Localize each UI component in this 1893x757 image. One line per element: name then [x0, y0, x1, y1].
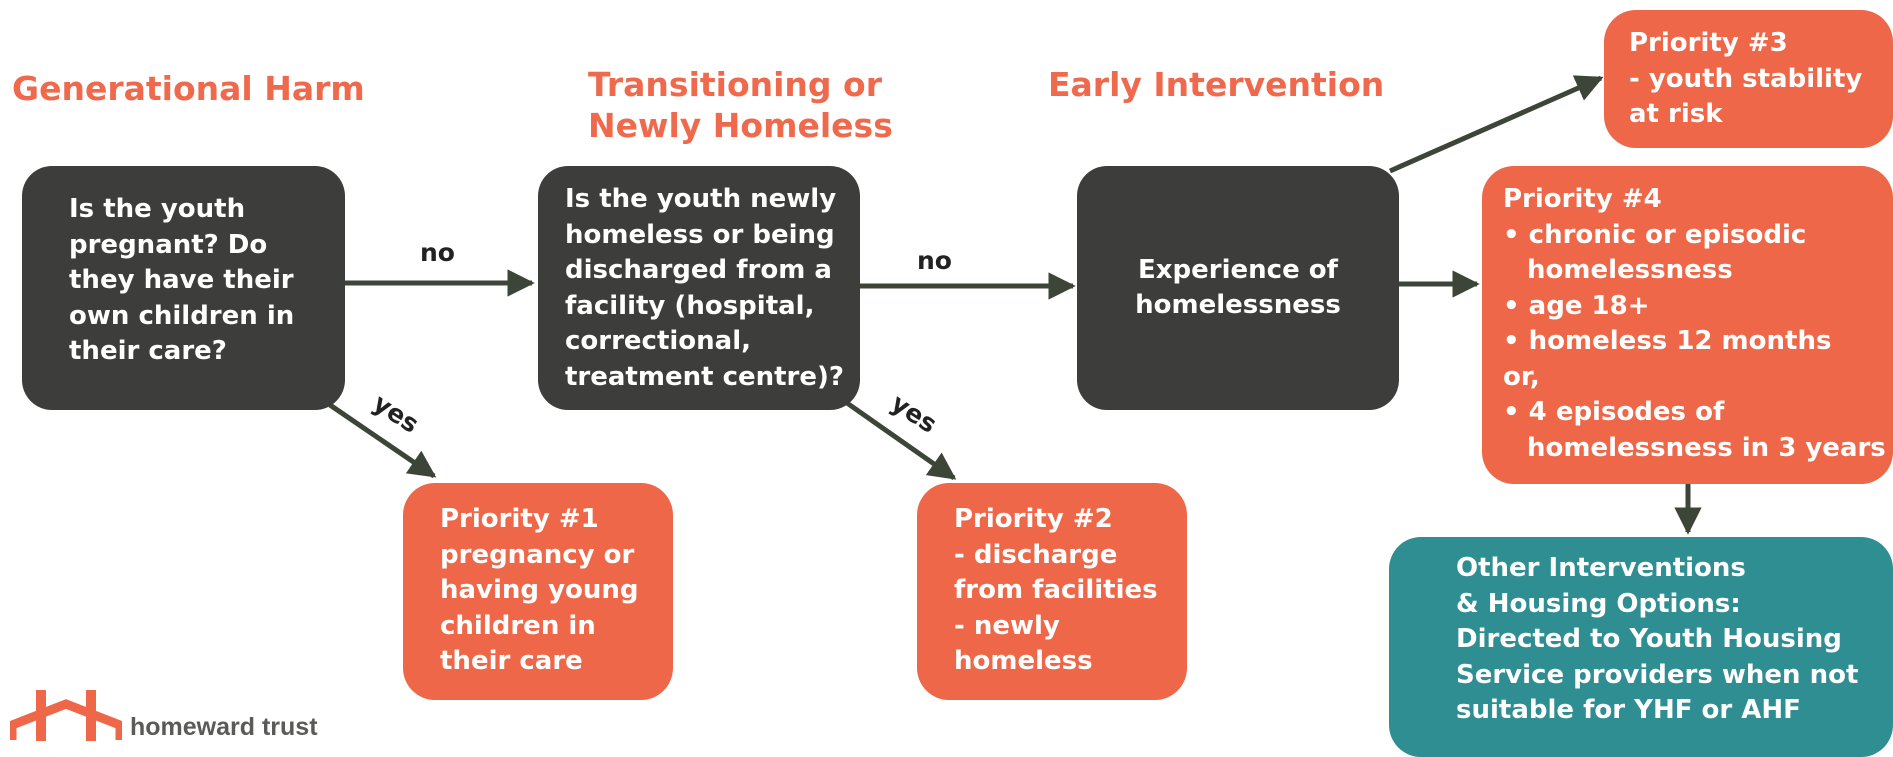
other-interventions-text-line: Service providers when not — [1456, 659, 1859, 690]
logo-text: homeward trust — [130, 713, 318, 741]
priority-4-bullet-chronic: • chronic or episodic homelessness — [1503, 219, 1807, 286]
decision-text-line: Is the youth newly — [565, 184, 837, 214]
priority-1-text-line: children in — [440, 610, 596, 641]
arrow-q3-to-p3 — [1388, 75, 1604, 174]
priority-3-box: Priority #3 - youth stability at risk — [1604, 10, 1893, 148]
priority-3-title: Priority #3 — [1629, 28, 1788, 58]
priority-2-text-line: homeless — [954, 646, 1093, 676]
priority-2-title: Priority #2 — [954, 504, 1113, 534]
priority-4-bullet-episodes: • 4 episodes of homelessness in 3 years — [1503, 397, 1886, 463]
decision-text-line: Is the youth — [69, 194, 246, 224]
priority-4-title: Priority #4 — [1503, 184, 1662, 214]
heading-transitioning-line2: Newly Homeless — [588, 106, 893, 145]
priority-1-text-line: pregnancy or — [440, 539, 635, 570]
priority-4-or: or, — [1503, 361, 1540, 392]
priority-2-box: Priority #2 - discharge from facilities … — [917, 483, 1187, 700]
priority-3-text-line: at risk — [1629, 99, 1723, 129]
decision-experience-of-homelessness: Experience of homelessness — [1077, 166, 1399, 410]
priority-4-bullet-12-months: • homeless 12 months — [1503, 326, 1832, 356]
decision-newly-homeless-or-discharged: Is the youth newly homeless or being dis… — [538, 166, 860, 410]
priority-2-text-line: - discharge — [954, 539, 1118, 570]
decision-text-line: homelessness — [1135, 290, 1341, 320]
heading-early-intervention: Early Intervention — [1048, 65, 1385, 104]
decision-text-line: discharged from a — [565, 255, 832, 285]
decision-text-line: own children in — [69, 300, 295, 331]
priority-2-text-line: from facilities — [954, 575, 1158, 605]
priority-4-box: Priority #4 • chronic or episodic homele… — [1482, 166, 1893, 484]
decision-text-line: pregnant? Do — [69, 229, 268, 260]
decision-pregnant-or-children: Is the youth pregnant? Do they have thei… — [22, 166, 345, 410]
priority-2-text-line: - newly — [954, 610, 1060, 641]
priority-4-bullet-age: • age 18+ — [1503, 290, 1650, 321]
decision-text-line: Experience of — [1138, 254, 1338, 285]
priority-3-text-line: - youth stability — [1629, 63, 1863, 94]
decision-text-line: correctional, — [565, 326, 752, 356]
homeward-trust-logo-icon — [10, 690, 122, 741]
edge-label-no-2: no — [917, 246, 952, 275]
decision-text-line: facility (hospital, — [565, 290, 815, 321]
decision-text-line: they have their — [69, 265, 294, 295]
priority-1-text-line: their care — [440, 646, 583, 676]
heading-generational-harm: Generational Harm — [12, 69, 365, 108]
priority-1-title: Priority #1 — [440, 504, 599, 534]
other-interventions-title-line: & Housing Options: — [1456, 588, 1741, 619]
decision-text-line: treatment centre)? — [565, 361, 844, 392]
other-interventions-text-line: Directed to Youth Housing — [1456, 624, 1842, 654]
heading-transitioning: Transitioning or Newly Homeless — [588, 64, 893, 146]
other-interventions-text-line: suitable for YHF or AHF — [1456, 695, 1801, 725]
other-interventions-box: Other Interventions & Housing Options: D… — [1389, 537, 1893, 757]
arrow-q2-to-p2 — [845, 400, 957, 481]
heading-transitioning-line1: Transitioning or — [588, 65, 882, 104]
arrow-q1-to-p1 — [328, 402, 437, 479]
decision-text-line: homeless or being — [565, 219, 835, 250]
flow-arrows — [328, 75, 1702, 535]
priority-1-box: Priority #1 pregnancy or having young ch… — [403, 483, 673, 700]
decision-text-line: their care? — [69, 336, 227, 366]
edge-label-no-1: no — [420, 238, 455, 267]
other-interventions-title-line: Other Interventions — [1456, 553, 1746, 583]
priority-1-text-line: having young — [440, 575, 639, 605]
